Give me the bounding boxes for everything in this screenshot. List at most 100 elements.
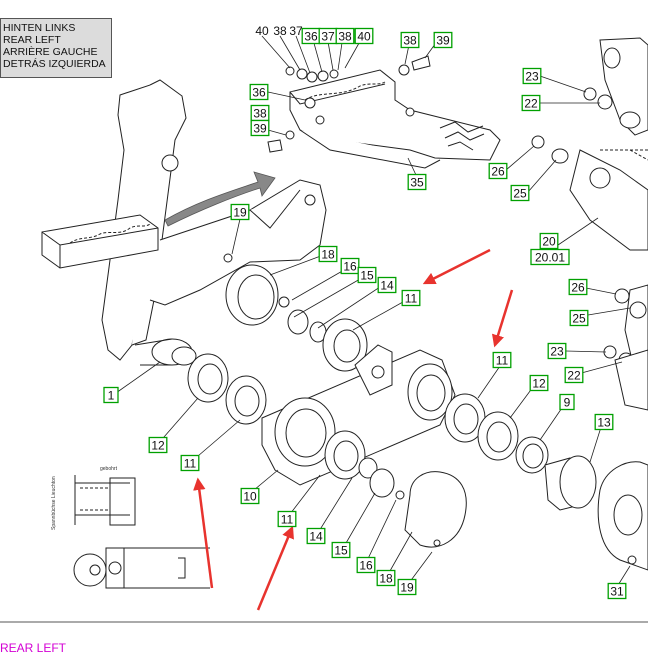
- callout-13: 13: [594, 413, 614, 431]
- callout-15: 15: [331, 541, 351, 559]
- callout-box: [340, 257, 360, 275]
- callout-40: 40: [354, 27, 374, 45]
- callout-39: 39: [250, 119, 270, 137]
- callout-number: 25: [572, 312, 586, 326]
- callout-box: [400, 31, 420, 49]
- callout-box: [103, 386, 119, 404]
- legend-line-fr: ARRIÈRE GAUCHE: [3, 46, 98, 58]
- callout-number: 13: [597, 416, 611, 430]
- callout-box: [331, 541, 351, 559]
- callout-number: 23: [550, 345, 564, 359]
- callout-number: 38: [403, 34, 417, 48]
- callout-box: [433, 31, 453, 49]
- upper-bearing-row-drawing: [223, 253, 368, 372]
- callout-38: 38: [400, 31, 420, 49]
- callout-box: [249, 83, 269, 101]
- callout-38: 38: [250, 104, 270, 122]
- callout-22: 22: [521, 94, 541, 112]
- callout-number: 36: [304, 30, 318, 44]
- callout-number: 25: [513, 187, 527, 201]
- callout-box: [569, 309, 589, 327]
- callout-20-01: 20.01: [530, 248, 570, 266]
- callout-number: 20: [542, 235, 556, 249]
- callout-36: 36: [301, 27, 321, 45]
- callout-18: 18: [376, 569, 396, 587]
- callout-box: [356, 556, 376, 574]
- inset-detail-drawing: gebohrt Spannbüchse Lieuchton: [51, 466, 210, 589]
- callout-12: 12: [148, 436, 168, 454]
- callout-number: 14: [309, 530, 323, 544]
- callout-number: 11: [405, 292, 418, 306]
- callout-25: 25: [510, 184, 530, 202]
- callout-number: 11: [281, 513, 294, 527]
- callout-number: 37: [321, 30, 335, 44]
- callout-box: [564, 366, 584, 384]
- callout-23: 23: [547, 342, 567, 360]
- callout-14: 14: [377, 276, 397, 294]
- callout-number: 38: [338, 30, 352, 44]
- callout-9: 9: [559, 393, 575, 411]
- footrest-detail-drawing: [267, 55, 501, 169]
- callout-box: [377, 276, 397, 294]
- callout-number: 18: [321, 248, 335, 262]
- callout-number: 19: [233, 206, 247, 220]
- callout-31: 31: [607, 582, 627, 600]
- callout-box: [250, 119, 270, 137]
- callout-11: 11: [401, 289, 421, 307]
- callout-number: 23: [525, 70, 539, 84]
- callout-11: 11: [180, 454, 200, 472]
- callout-11: 11: [492, 351, 512, 369]
- callout-number: 1: [108, 389, 115, 403]
- callout-number: 15: [334, 544, 348, 558]
- leader-lines: [115, 35, 631, 591]
- callout-box: [559, 393, 575, 411]
- callout-23: 23: [522, 67, 542, 85]
- callout-box: [607, 582, 627, 600]
- callout-box: [401, 289, 421, 307]
- inset-label-bushing: Spannbüchse Lieuchton: [51, 476, 57, 530]
- callout-number: 40: [357, 30, 371, 44]
- callout-box: [529, 374, 549, 392]
- callout-box: [539, 232, 559, 250]
- callout-number: 20.01: [535, 251, 565, 265]
- callout-number: 26: [571, 281, 585, 295]
- callout-box: [510, 184, 530, 202]
- callout-38: 38: [335, 27, 355, 45]
- callout-18: 18: [318, 245, 338, 263]
- callout-box: [488, 162, 508, 180]
- callout-19: 19: [397, 578, 417, 596]
- callout-number: 31: [610, 585, 624, 599]
- callout-box: [354, 27, 374, 45]
- callout-box: [148, 436, 168, 454]
- swing-arm-drawing: [41, 79, 327, 366]
- callout-plain-38: 38: [273, 24, 287, 38]
- callout-35: 35: [407, 173, 427, 191]
- callout-25: 25: [569, 309, 589, 327]
- callout-box: [277, 510, 297, 528]
- callout-box: [376, 569, 396, 587]
- callout-box: [407, 173, 427, 191]
- callout-number: 38: [253, 107, 267, 121]
- callout-16: 16: [356, 556, 376, 574]
- callout-10: 10: [240, 487, 260, 505]
- callout-number: 12: [151, 439, 165, 453]
- callout-box: [521, 94, 541, 112]
- callout-box: [397, 578, 417, 596]
- callout-number: 9: [564, 396, 571, 410]
- callout-16: 16: [340, 257, 360, 275]
- callout-19: 19: [230, 203, 250, 221]
- callout-plain-40: 40: [255, 24, 269, 38]
- callout-box: [568, 278, 588, 296]
- callout-22: 22: [564, 366, 584, 384]
- callout-number: 16: [343, 260, 357, 274]
- callout-number: 35: [410, 176, 424, 190]
- callout-box: [530, 248, 570, 266]
- callout-15: 15: [357, 266, 377, 284]
- callout-number: 10: [243, 490, 257, 504]
- callout-number: 22: [567, 369, 581, 383]
- view-legend: HINTEN LINKS REAR LEFT ARRIÈRE GAUCHE DE…: [0, 18, 112, 78]
- legend-line-de: HINTEN LINKS: [3, 22, 76, 34]
- callout-box: [547, 342, 567, 360]
- callout-box: [230, 203, 250, 221]
